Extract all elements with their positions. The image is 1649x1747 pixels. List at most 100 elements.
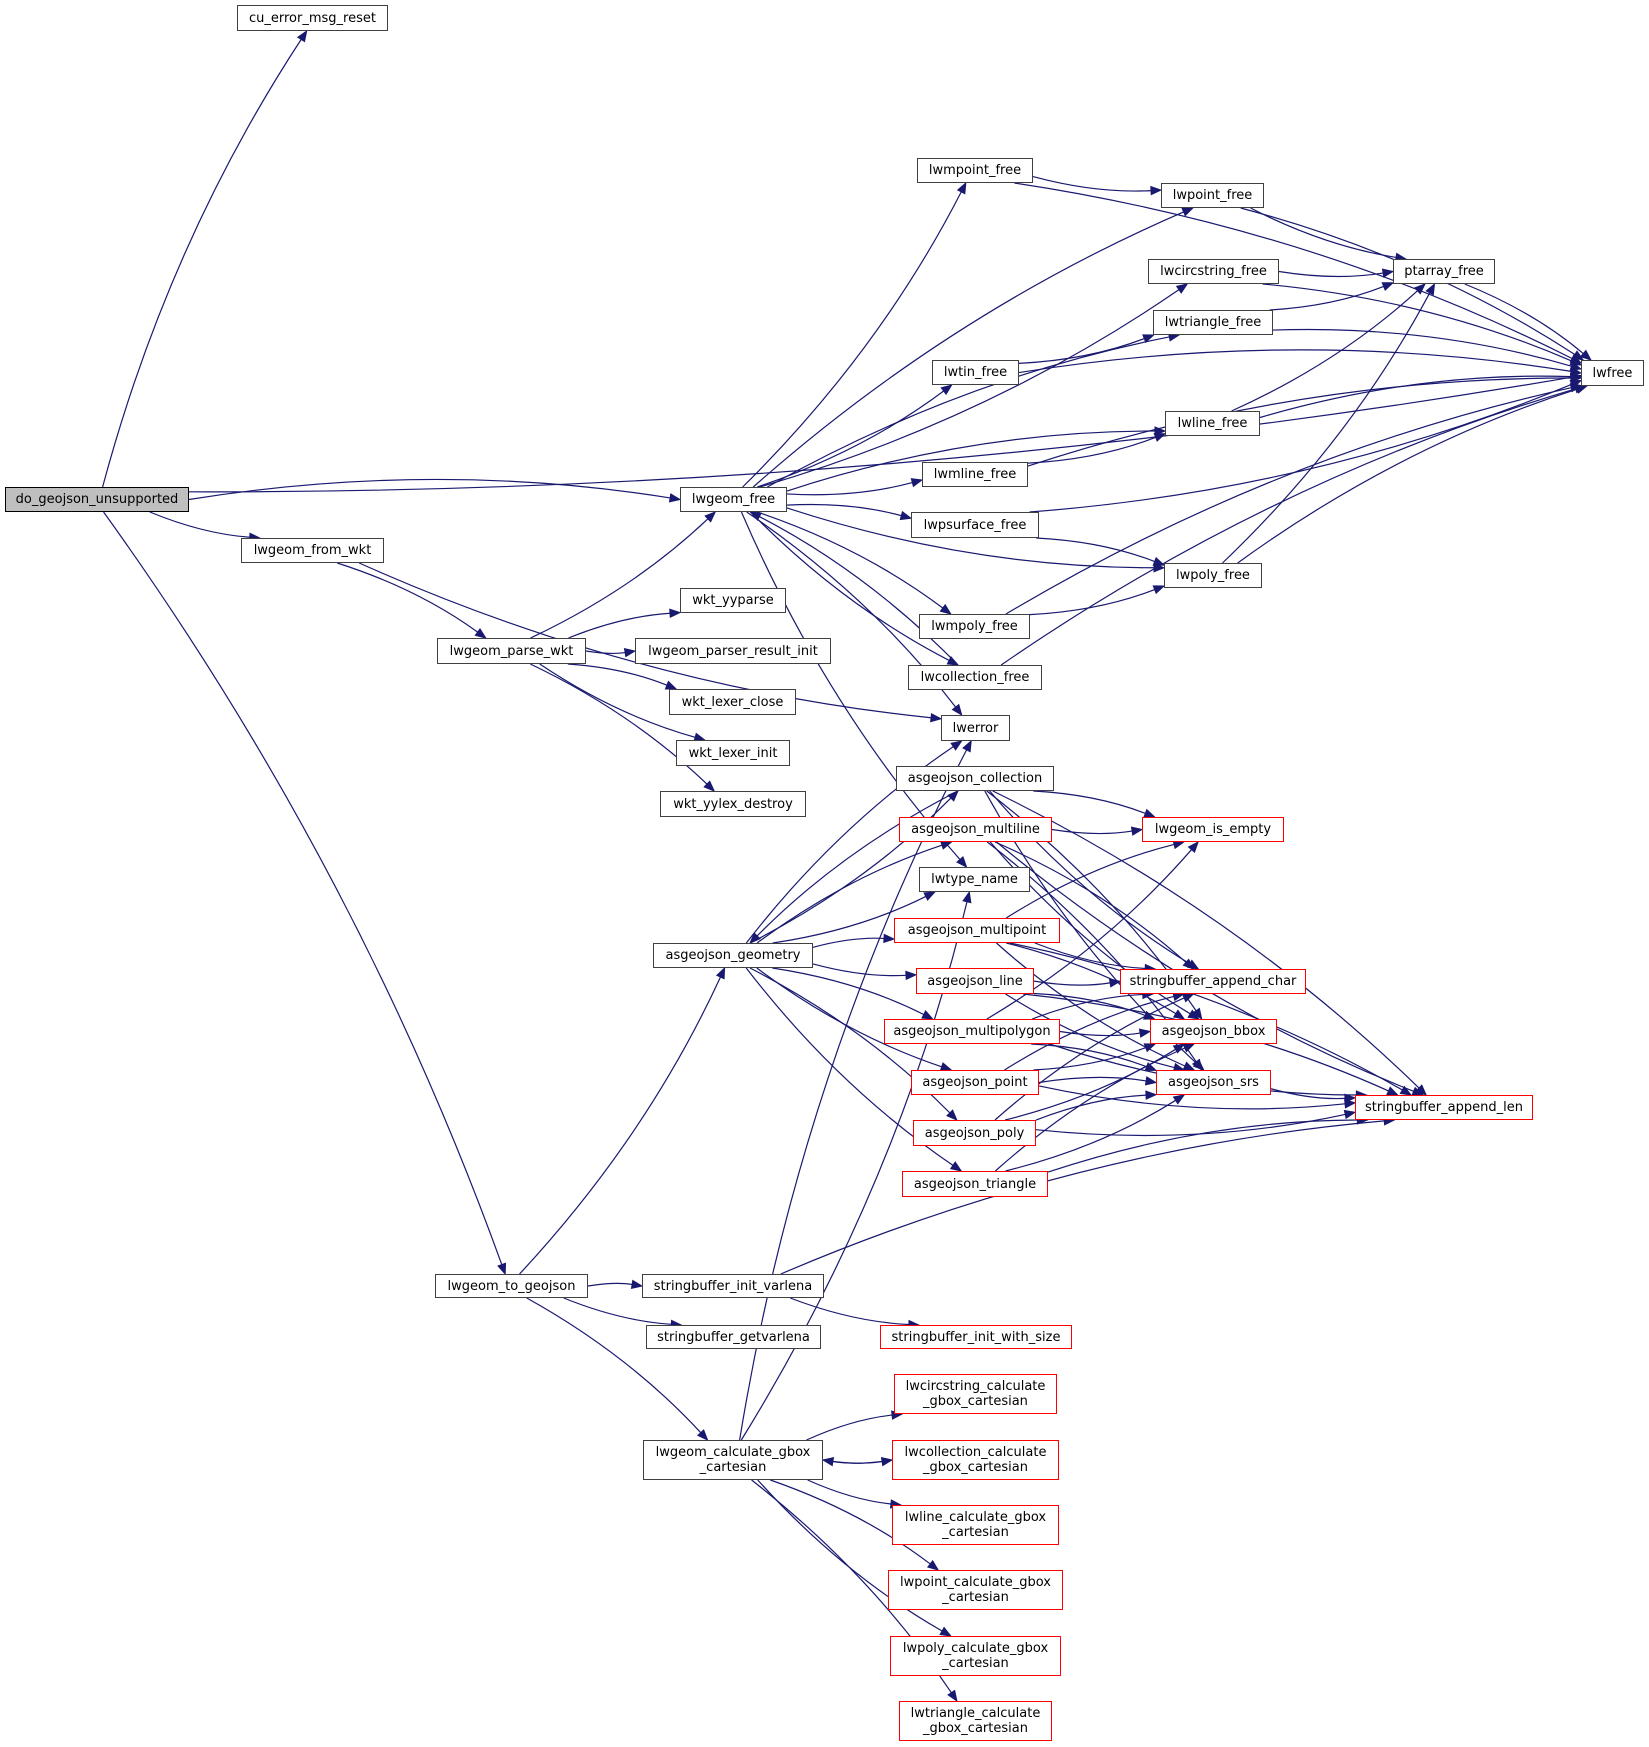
arrowhead-icon xyxy=(950,740,963,751)
node-lwgeom-free[interactable]: lwgeom_free xyxy=(680,487,787,512)
node-lwgeom-parse-wkt[interactable]: lwgeom_parse_wkt xyxy=(437,638,586,664)
node-label: lwtriangle_calculate _gbox_cartesian xyxy=(910,1706,1041,1736)
arrowhead-icon xyxy=(1172,1094,1186,1105)
node-label: lwgeom_to_geojson xyxy=(447,1278,576,1294)
arrowhead-icon xyxy=(1343,1109,1357,1120)
arrowhead-icon xyxy=(1381,282,1395,292)
node-lwtype-name[interactable]: lwtype_name xyxy=(919,867,1030,892)
node-label: lwgeom_from_wkt xyxy=(253,543,372,558)
node-label: lwcollection_calculate _gbox_cartesian xyxy=(904,1445,1047,1475)
edge-asgeojson-multipolygon-to-stringbuffer-append-char xyxy=(1032,993,1143,1020)
edge-asgeojson-multipolygon-to-asgeojson-bbox xyxy=(1059,1030,1141,1037)
node-stringbuffer-append-char[interactable]: stringbuffer_append_char xyxy=(1120,969,1306,994)
node-asgeojson-multiline[interactable]: asgeojson_multiline xyxy=(899,817,1052,842)
edge-asgeojson-geometry-to-asgeojson-multiline xyxy=(756,844,943,944)
edge-asgeojson-multiline-to-stringbuffer-append-char xyxy=(994,841,1187,963)
node-lwcircstring-free[interactable]: lwcircstring_free xyxy=(1148,259,1279,284)
node-lwgeom-parser-result-init[interactable]: lwgeom_parser_result_init xyxy=(635,638,831,664)
node-label: stringbuffer_init_varlena xyxy=(653,1278,813,1294)
arrowhead-icon xyxy=(474,628,487,639)
node-lwgeom-calculate-gbox-cartesian[interactable]: lwgeom_calculate_gbox _cartesian xyxy=(643,1440,823,1480)
node-asgeojson-geometry[interactable]: asgeojson_geometry xyxy=(653,943,813,968)
arrowhead-icon xyxy=(1579,349,1592,361)
node-stringbuffer-append-len[interactable]: stringbuffer_append_len xyxy=(1355,1095,1533,1120)
node-lwgeom-is-empty[interactable]: lwgeom_is_empty xyxy=(1142,817,1284,842)
node-lwgeom-from-wkt[interactable]: lwgeom_from_wkt xyxy=(241,538,384,563)
node-stringbuffer-getvarlena[interactable]: stringbuffer_getvarlena xyxy=(646,1325,821,1349)
node-lwpoint-free[interactable]: lwpoint_free xyxy=(1161,183,1264,208)
edge-asgeojson-multiline-to-stringbuffer-append-len xyxy=(996,841,1414,1092)
node-lwtriangle-calculate-gbox-cartesian[interactable]: lwtriangle_calculate _gbox_cartesian xyxy=(899,1701,1052,1741)
node-lwerror[interactable]: lwerror xyxy=(941,715,1010,741)
arrowhead-icon xyxy=(883,933,896,944)
arrowhead-icon xyxy=(956,181,967,195)
arrowhead-icon xyxy=(1182,1043,1196,1053)
edge-lwmpoly-free-to-lwfree xyxy=(1005,387,1572,615)
node-lwpoly-free[interactable]: lwpoly_free xyxy=(1164,563,1262,588)
node-wkt-lexer-close[interactable]: wkt_lexer_close xyxy=(669,689,796,715)
arrowhead-icon xyxy=(923,891,936,901)
arrowhead-icon xyxy=(1144,1076,1158,1086)
node-wkt-yyparse[interactable]: wkt_yyparse xyxy=(680,588,786,613)
arrowhead-icon xyxy=(1172,1009,1186,1020)
node-lwcircstring-calculate-gbox-cartesian[interactable]: lwcircstring_calculate _gbox_cartesian xyxy=(894,1374,1057,1414)
edge-asgeojson-poly-to-stringbuffer-append-len xyxy=(1035,1113,1346,1137)
node-asgeojson-collection[interactable]: asgeojson_collection xyxy=(896,766,1054,791)
node-wkt-yylex-destroy[interactable]: wkt_yylex_destroy xyxy=(660,791,806,817)
edge-asgeojson-point-to-asgeojson-srs xyxy=(1038,1076,1147,1084)
edge-lwline-free-to-lwfree xyxy=(1259,375,1572,419)
node-label: asgeojson_srs xyxy=(1168,1075,1259,1090)
node-label: lwcircstring_free xyxy=(1160,264,1267,279)
arrowhead-icon xyxy=(1172,1043,1186,1054)
edge-lwgeom-to-geojson-to-stringbuffer-init-varlena xyxy=(587,1282,633,1287)
node-lwpoint-calculate-gbox-cartesian[interactable]: lwpoint_calculate_gbox _cartesian xyxy=(888,1570,1063,1610)
node-asgeojson-line[interactable]: asgeojson_line xyxy=(916,968,1034,994)
node-asgeojson-point[interactable]: asgeojson_point xyxy=(911,1070,1039,1095)
node-asgeojson-bbox[interactable]: asgeojson_bbox xyxy=(1150,1019,1277,1044)
edge-lwcircstring-free-to-ptarray-free xyxy=(1278,270,1384,278)
node-lwtin-free[interactable]: lwtin_free xyxy=(932,360,1019,385)
node-lwcollection-calculate-gbox-cartesian[interactable]: lwcollection_calculate _gbox_cartesian xyxy=(892,1440,1059,1480)
node-label: wkt_lexer_close xyxy=(681,694,784,710)
arrowhead-icon xyxy=(946,1109,958,1121)
node-cu-error-msg-reset[interactable]: cu_error_msg_reset xyxy=(237,5,388,31)
node-asgeojson-multipoint[interactable]: asgeojson_multipoint xyxy=(894,918,1060,943)
node-asgeojson-poly[interactable]: asgeojson_poly xyxy=(913,1120,1036,1146)
arrowhead-icon xyxy=(1571,350,1585,361)
node-lwgeom-to-geojson[interactable]: lwgeom_to_geojson xyxy=(435,1274,588,1298)
node-stringbuffer-init-with-size[interactable]: stringbuffer_init_with_size xyxy=(880,1325,1072,1349)
edge-asgeojson-geometry-to-asgeojson-multipolygon xyxy=(772,967,925,1016)
node-stringbuffer-init-varlena[interactable]: stringbuffer_init_varlena xyxy=(642,1274,824,1298)
arrowhead-icon xyxy=(910,478,924,488)
node-lwpsurface-free[interactable]: lwpsurface_free xyxy=(911,512,1039,538)
arrowhead-icon xyxy=(630,1279,644,1290)
node-label: wkt_yyparse xyxy=(692,593,774,608)
node-lwline-calculate-gbox-cartesian[interactable]: lwline_calculate_gbox _cartesian xyxy=(892,1505,1059,1545)
node-lwmpoly-free[interactable]: lwmpoly_free xyxy=(919,614,1030,639)
edge-do-geojson-unsupported-to-cu-error-msg-reset xyxy=(102,39,302,488)
edge-lwgeom-to-geojson-to-asgeojson-geometry xyxy=(519,976,721,1275)
node-label: stringbuffer_init_with_size xyxy=(891,1329,1061,1345)
node-lwtriangle-free[interactable]: lwtriangle_free xyxy=(1153,310,1273,335)
node-ptarray-free[interactable]: ptarray_free xyxy=(1393,259,1495,284)
edge-asgeojson-line-to-stringbuffer-append-char xyxy=(1033,980,1111,986)
node-lwfree[interactable]: lwfree xyxy=(1581,360,1644,386)
node-lwmline-free[interactable]: lwmline_free xyxy=(922,462,1028,487)
arrowhead-icon xyxy=(949,1161,963,1172)
edge-lwmpoint-free-to-lwfree xyxy=(1014,182,1573,360)
node-wkt-lexer-init[interactable]: wkt_lexer_init xyxy=(676,740,790,766)
node-asgeojson-triangle[interactable]: asgeojson_triangle xyxy=(902,1171,1048,1197)
node-lwmpoint-free[interactable]: lwmpoint_free xyxy=(917,158,1033,183)
node-label: lwtin_free xyxy=(943,365,1008,380)
arrowhead-icon xyxy=(1570,373,1583,383)
arrowhead-icon xyxy=(1142,334,1155,344)
node-asgeojson-multipolygon[interactable]: asgeojson_multipolygon xyxy=(884,1019,1060,1044)
node-lwpoly-calculate-gbox-cartesian[interactable]: lwpoly_calculate_gbox _cartesian xyxy=(890,1636,1061,1676)
edge-asgeojson-collection-to-asgeojson-geometry xyxy=(756,790,959,937)
node-label: lwpoly_calculate_gbox _cartesian xyxy=(902,1641,1049,1671)
node-lwcollection-free[interactable]: lwcollection_free xyxy=(908,665,1042,690)
edge-asgeojson-srs-to-stringbuffer-append-len xyxy=(1270,1088,1346,1100)
node-lwline-free[interactable]: lwline_free xyxy=(1165,411,1260,436)
node-asgeojson-srs[interactable]: asgeojson_srs xyxy=(1156,1070,1271,1095)
